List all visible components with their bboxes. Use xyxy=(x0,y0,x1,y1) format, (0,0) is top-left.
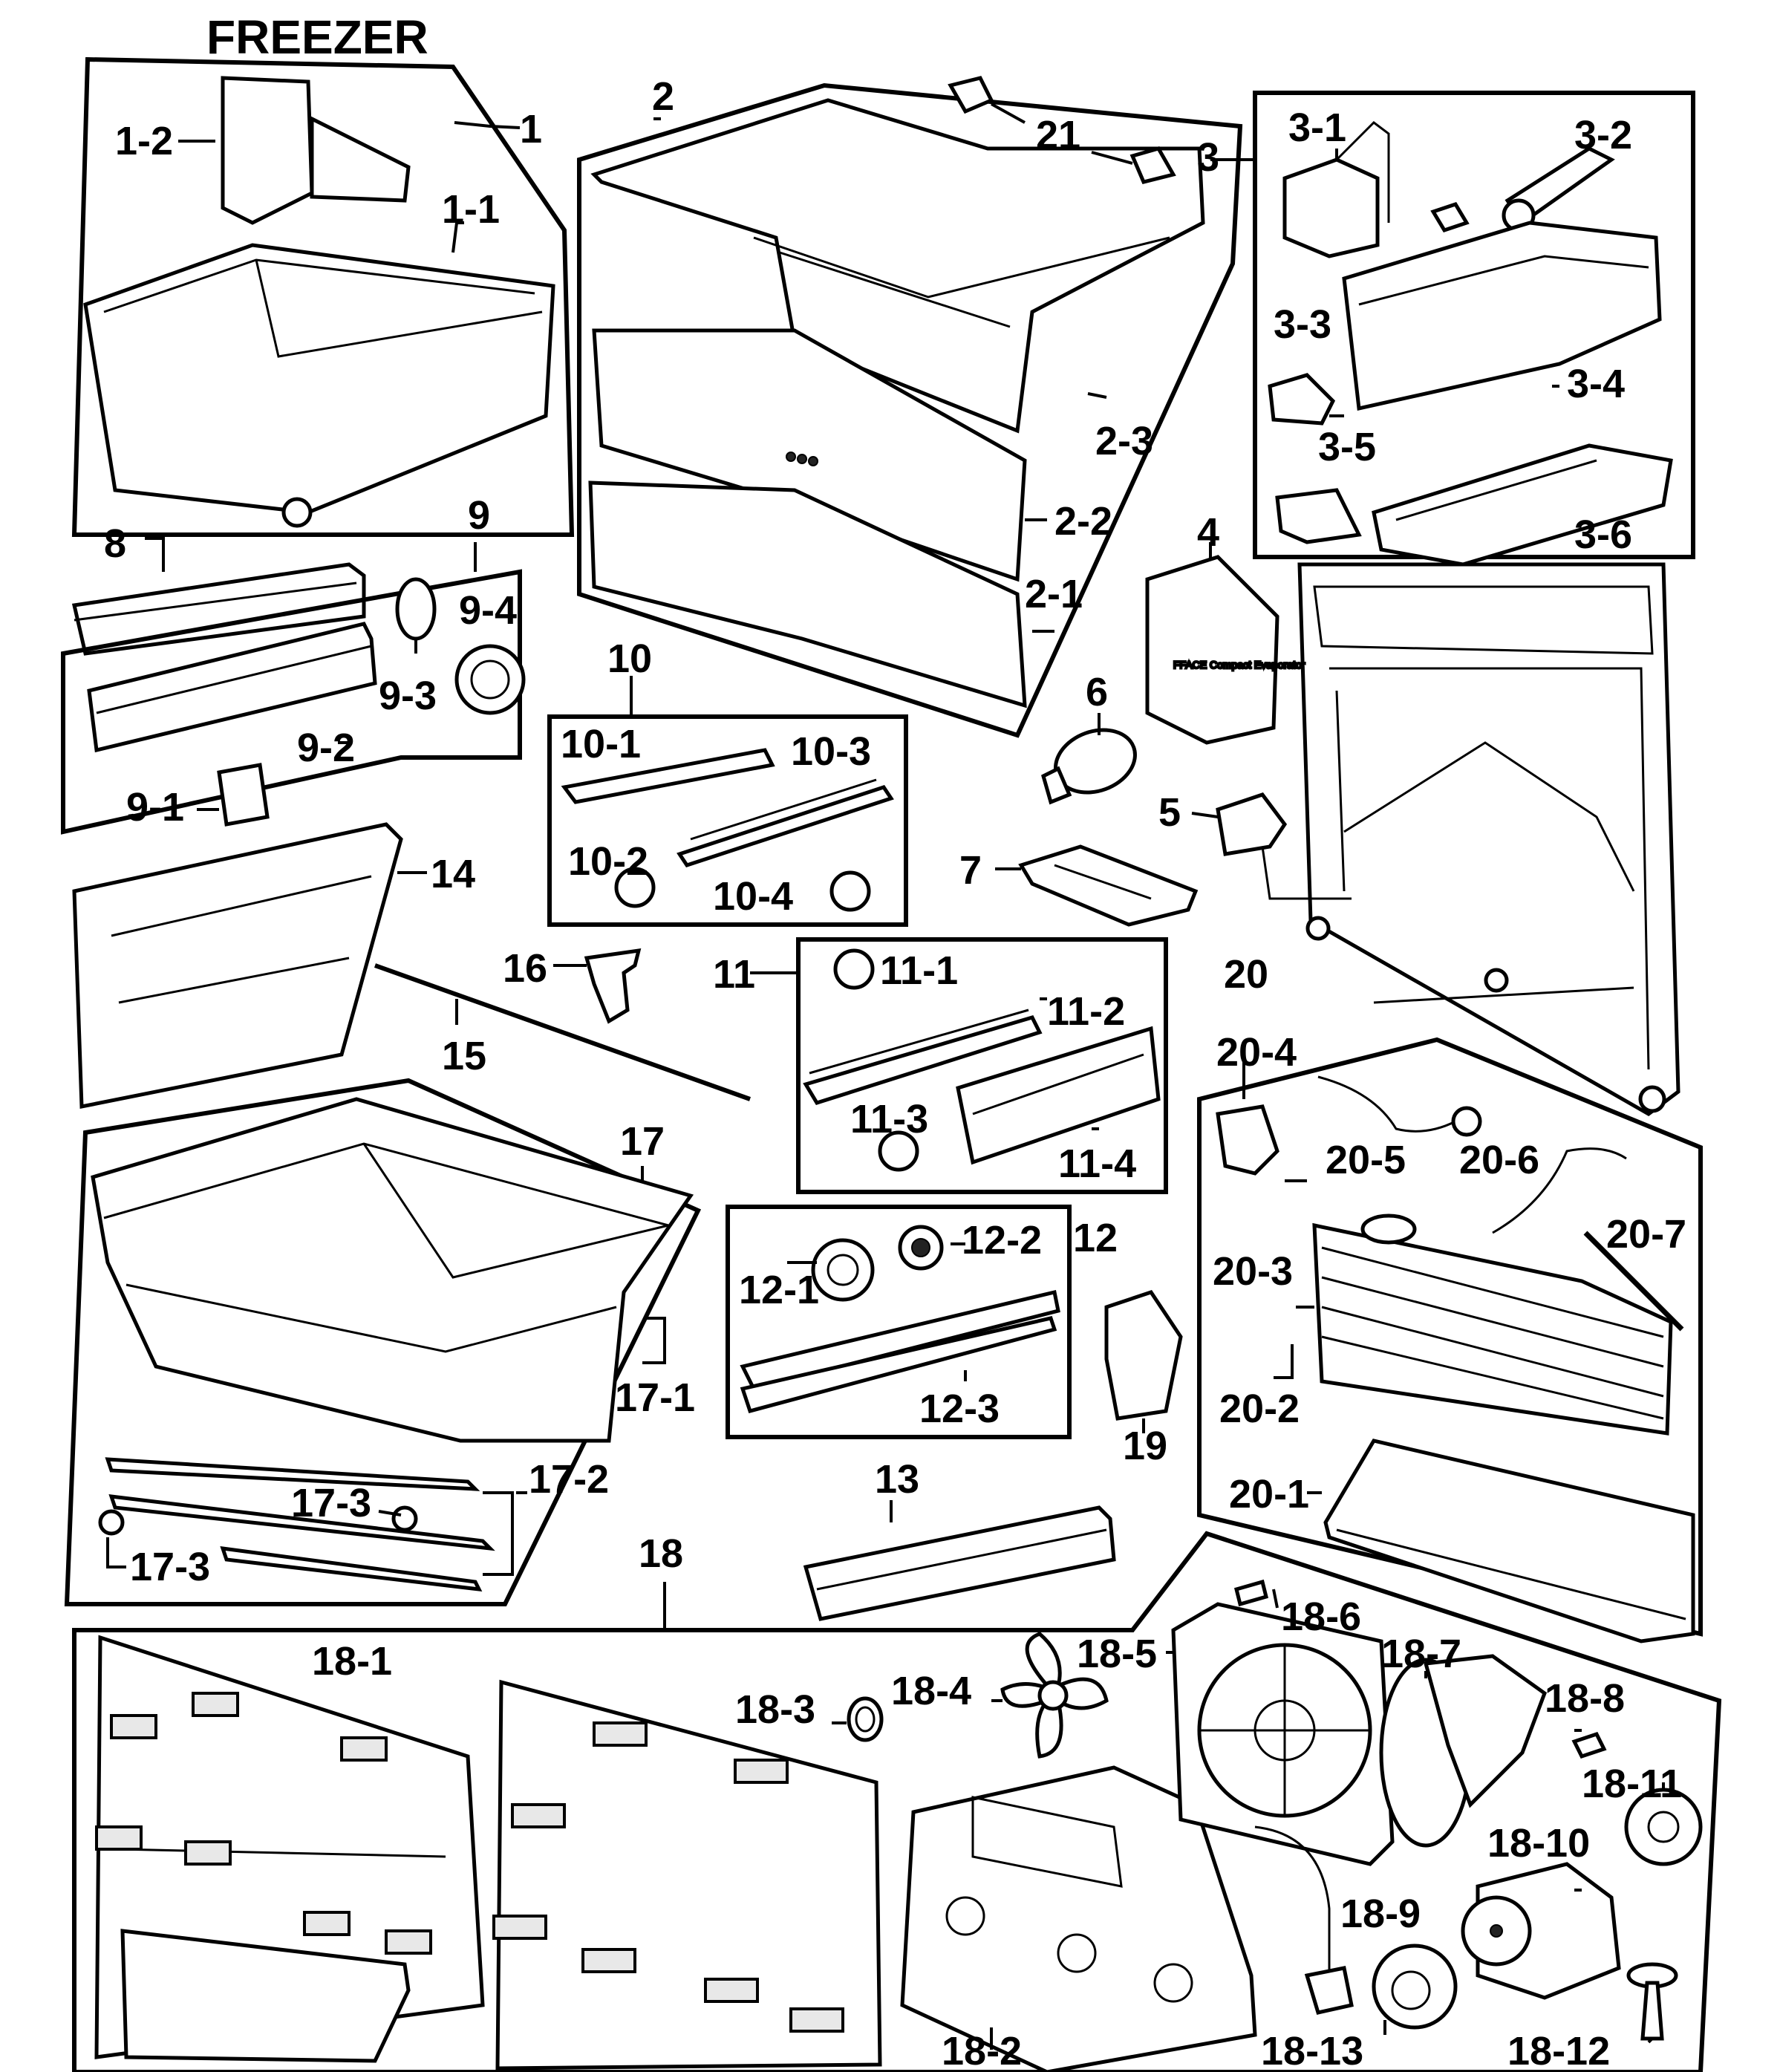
label-3-2: 3-2 xyxy=(1574,113,1632,157)
part-group-21-clips xyxy=(948,76,1176,184)
label-16: 16 xyxy=(503,946,547,991)
label-10-2: 10-2 xyxy=(568,839,648,884)
label-13: 13 xyxy=(875,1457,919,1502)
label-20: 20 xyxy=(1224,952,1268,997)
part-group-11-slide xyxy=(750,937,1168,1194)
label-10-1: 10-1 xyxy=(561,722,641,766)
label-2: 2 xyxy=(652,74,674,119)
part-group-1-ice-bin xyxy=(71,56,575,537)
label-2-3: 2-3 xyxy=(1095,419,1153,463)
label-7: 7 xyxy=(959,848,982,893)
part-group-20-evaporator xyxy=(1197,1037,1703,1643)
label-17: 17 xyxy=(620,1119,665,1164)
part-group-2-drawer xyxy=(577,82,1243,738)
label-18-10: 18-10 xyxy=(1487,1821,1590,1866)
label-17-2: 17-2 xyxy=(529,1457,609,1502)
label-18-5: 18-5 xyxy=(1077,1632,1157,1676)
label-3: 3 xyxy=(1197,135,1219,180)
part-13-bracket xyxy=(803,1500,1116,1621)
part-group-17-basket xyxy=(64,1078,702,1606)
part-4-cover: FFACE Compact Evaporator xyxy=(1145,542,1306,745)
label-10-3: 10-3 xyxy=(791,729,871,774)
label-20-2: 20-2 xyxy=(1219,1387,1300,1431)
diagram-title: FREEZER xyxy=(206,10,428,64)
label-12: 12 xyxy=(1073,1216,1118,1260)
label-12-2: 12-2 xyxy=(962,1218,1042,1263)
part-group-3-ice-maker xyxy=(1210,91,1695,567)
label-18-9: 18-9 xyxy=(1340,1892,1421,1936)
label-3-1: 3-1 xyxy=(1288,105,1346,150)
label-4: 4 xyxy=(1197,510,1219,555)
label-20-6: 20-6 xyxy=(1459,1138,1539,1182)
label-11: 11 xyxy=(713,952,755,997)
label-15: 15 xyxy=(442,1034,486,1078)
label-18: 18 xyxy=(639,1531,683,1576)
label-3-3: 3-3 xyxy=(1274,302,1331,347)
label-18-1: 18-1 xyxy=(312,1639,392,1684)
label-11-3: 11-3 xyxy=(850,1097,928,1141)
label-18-6: 18-6 xyxy=(1281,1594,1361,1639)
freezer-cabinet xyxy=(1297,562,1680,1116)
label-3-6: 3-6 xyxy=(1574,512,1632,557)
label-18-4: 18-4 xyxy=(891,1669,971,1713)
label-1-2: 1-2 xyxy=(115,119,173,163)
label-9-2: 9-2 xyxy=(297,726,355,770)
label-1-1: 1-1 xyxy=(442,187,500,232)
label-20-7: 20-7 xyxy=(1606,1212,1686,1257)
label-9-3: 9-3 xyxy=(379,674,437,718)
label-14: 14 xyxy=(431,852,475,896)
label-18-13: 18-13 xyxy=(1261,2029,1363,2072)
label-11-1: 11-1 xyxy=(880,948,958,993)
label-18-7: 18-7 xyxy=(1381,1632,1461,1676)
label-18-11: 18-11 xyxy=(1582,1762,1682,1806)
label-18-3: 18-3 xyxy=(735,1687,815,1732)
part-19-cover xyxy=(1104,1290,1183,1433)
label-3-5: 3-5 xyxy=(1318,425,1376,469)
label-6: 6 xyxy=(1086,670,1108,714)
label-20-5: 20-5 xyxy=(1326,1138,1406,1182)
label-20-1: 20-1 xyxy=(1229,1472,1309,1516)
part-7-tray xyxy=(995,844,1199,927)
label-12-1: 12-1 xyxy=(739,1268,819,1312)
label-8: 8 xyxy=(104,521,126,566)
label-18-12: 18-12 xyxy=(1507,2029,1610,2072)
label-10-4: 10-4 xyxy=(713,874,793,919)
label-11-2: 11-2 xyxy=(1047,989,1125,1034)
label-1: 1 xyxy=(520,107,542,152)
label-17-3-right: 17-3 xyxy=(291,1481,371,1525)
part-16-fastener xyxy=(553,948,642,1024)
part-5-switch xyxy=(1191,792,1352,900)
part-15-rod xyxy=(374,963,752,1101)
part-group-18-fan-assembly xyxy=(72,1531,1722,2072)
label-20-3: 20-3 xyxy=(1213,1249,1293,1294)
label-18-8: 18-8 xyxy=(1545,1676,1625,1721)
label-19: 19 xyxy=(1123,1424,1167,1468)
part-group-8-9-rail xyxy=(61,537,526,835)
label-9: 9 xyxy=(468,493,490,538)
label-17-3-left: 17-3 xyxy=(130,1545,210,1589)
label-20-4: 20-4 xyxy=(1216,1030,1297,1075)
part-14-basket-front xyxy=(72,822,427,1110)
part-6-lamp xyxy=(1041,713,1137,805)
label-9-1: 9-1 xyxy=(126,785,184,830)
part-group-12-slide xyxy=(726,1205,1072,1439)
label-11-4: 11-4 xyxy=(1058,1141,1136,1186)
label-21: 21 xyxy=(1036,113,1080,157)
svg-text:FFACE Compact Evaporator: FFACE Compact Evaporator xyxy=(1173,659,1305,671)
label-18-2: 18-2 xyxy=(942,2029,1022,2072)
label-12-3: 12-3 xyxy=(919,1387,1000,1431)
label-2-2: 2-2 xyxy=(1054,499,1112,544)
label-9-4: 9-4 xyxy=(459,588,517,633)
label-5: 5 xyxy=(1158,790,1181,835)
label-3-4: 3-4 xyxy=(1567,362,1625,406)
label-2-1: 2-1 xyxy=(1025,572,1083,616)
part-group-10-slide xyxy=(547,676,908,927)
label-10: 10 xyxy=(607,636,652,681)
label-17-1: 17-1 xyxy=(615,1375,695,1420)
